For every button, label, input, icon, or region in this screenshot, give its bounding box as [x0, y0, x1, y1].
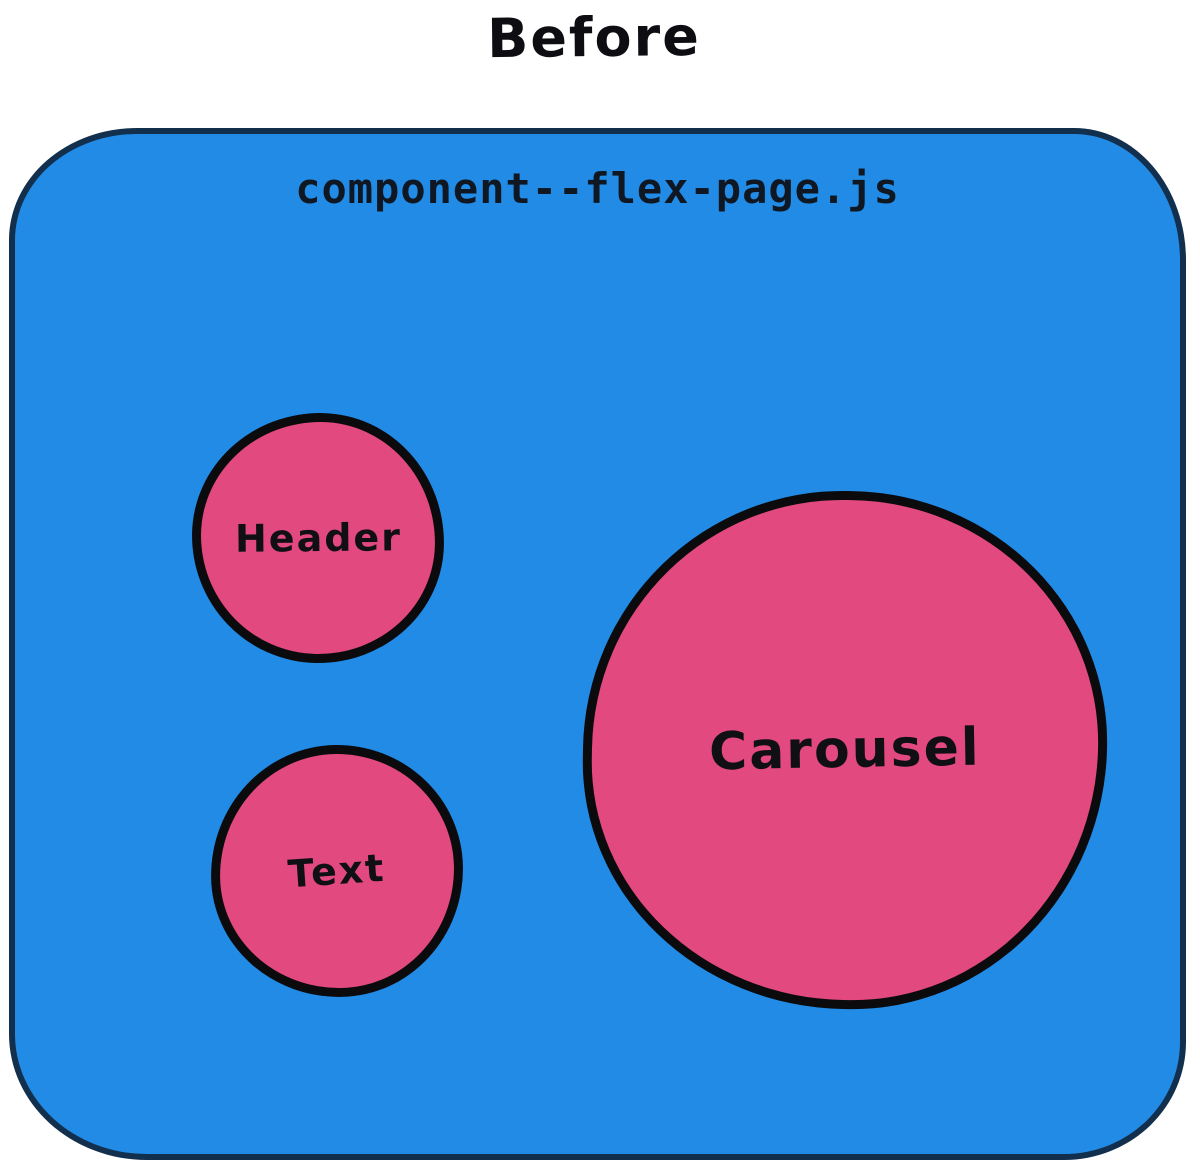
node-label-text: Text [286, 845, 388, 897]
node-circle-header: Header [189, 410, 447, 666]
flex-page-container-box: component--flex-page.js Header Text Caro… [9, 128, 1186, 1160]
node-circle-carousel: Carousel [578, 486, 1112, 1014]
node-label-header: Header [234, 515, 402, 561]
node-label-carousel: Carousel [708, 717, 982, 783]
diagram-title: Before [486, 4, 702, 71]
container-filename-label: component--flex-page.js [295, 164, 900, 213]
node-circle-text: Text [208, 742, 466, 1000]
